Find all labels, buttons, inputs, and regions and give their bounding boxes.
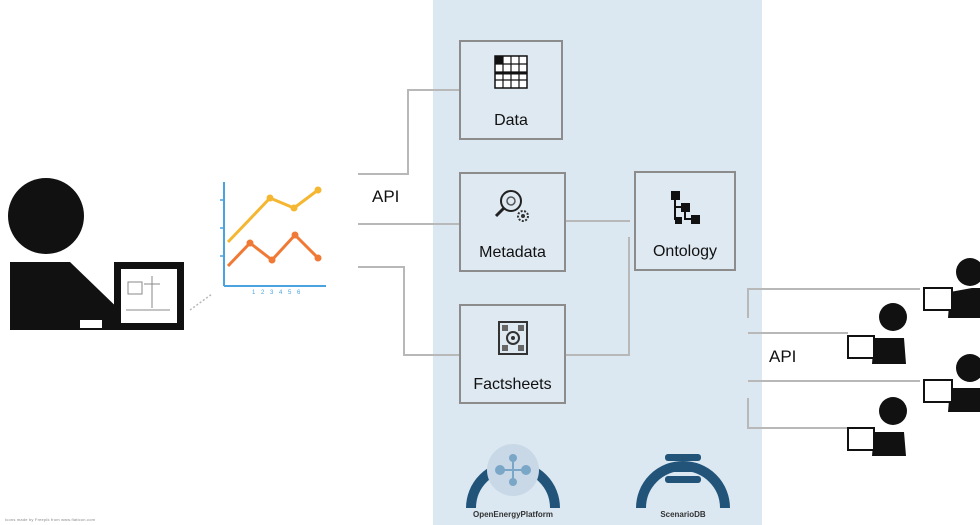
connector-factsheets-ontology xyxy=(566,237,630,356)
node-ontology[interactable]: Ontology xyxy=(634,171,736,271)
magnifier-gear-icon xyxy=(494,190,529,222)
node-factsheets[interactable]: Factsheets xyxy=(459,304,566,404)
node-data-label: Data xyxy=(494,112,528,129)
api-label-left: API xyxy=(372,187,400,206)
connector-api-user-1 xyxy=(747,288,920,318)
node-ontology-label: Ontology xyxy=(652,243,718,260)
footer-note: Icons made by Freepik from www.flaticon.… xyxy=(5,517,96,522)
connector-api-data xyxy=(358,89,459,175)
api-label-right: API xyxy=(769,347,797,366)
table-icon xyxy=(494,55,528,89)
node-factsheets-label: Factsheets xyxy=(473,376,552,393)
connector-api-user-4 xyxy=(747,398,848,429)
factsheet-icon xyxy=(497,321,528,355)
scenariodb-caption: ScenarioDB xyxy=(660,510,706,519)
openenergyplatform-caption: OpenEnergyPlatform xyxy=(472,510,553,519)
hierarchy-icon xyxy=(671,191,700,224)
node-metadata[interactable]: Metadata xyxy=(459,172,566,272)
connector-user-chart xyxy=(189,293,213,311)
connector-api-factsheets xyxy=(358,266,459,356)
node-data[interactable]: Data xyxy=(459,40,563,140)
chart-tick-labels: 1 2 3 4 5 6 xyxy=(252,290,303,296)
node-metadata-label: Metadata xyxy=(479,244,546,261)
